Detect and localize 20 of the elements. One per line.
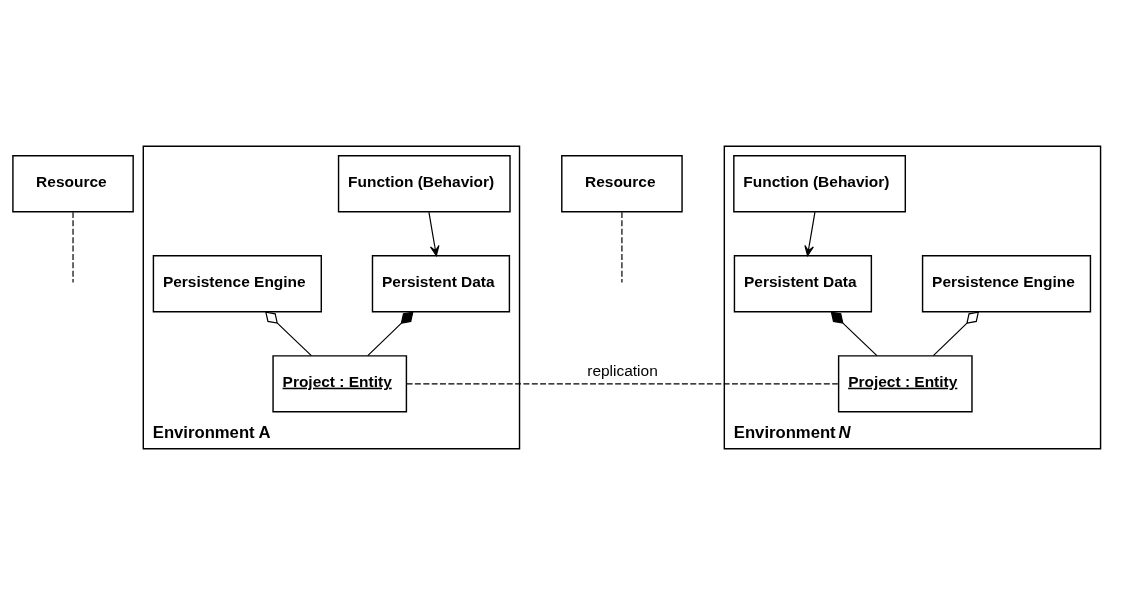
node-box: Persistent Data: [733, 254, 873, 312]
node-box: Resource: [561, 154, 683, 212]
node-box: Function (Behavior): [337, 154, 511, 212]
connector: [406, 382, 839, 384]
connector: [621, 211, 623, 283]
connector: [932, 310, 980, 356]
node-box: Project : Entity: [272, 354, 408, 412]
arrow: [428, 211, 440, 256]
node-box: Function (Behavior): [733, 154, 906, 212]
node-box: Persistence Engine: [921, 254, 1092, 312]
node-box: Persistence Engine: [152, 254, 322, 312]
edge-label: replication: [587, 361, 658, 379]
connector: [830, 310, 878, 356]
connector: [367, 310, 414, 356]
connector: [72, 211, 74, 283]
node-box: Project : Entity: [837, 354, 973, 412]
node-box: Persistent Data: [371, 254, 511, 312]
arrow: [804, 211, 816, 256]
node-box: Resource: [12, 154, 134, 212]
connector: [265, 310, 312, 356]
